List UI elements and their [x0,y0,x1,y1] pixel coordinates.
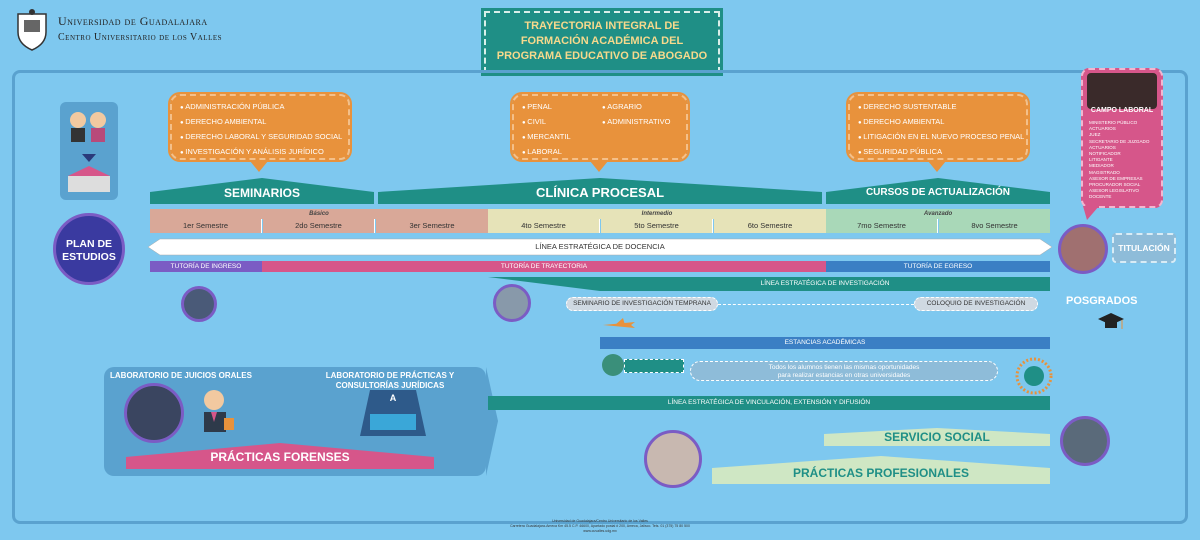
practicas-profesionales-label: PRÁCTICAS PROFESIONALES [792,466,969,480]
clinica-topics-bubble: PENAL CIVIL MERCANTIL LABORAL AGRARIO AD… [510,92,690,162]
consultation-desk-icon [360,390,426,436]
coloquio-investigacion-pill: COLOQUIO DE INVESTIGACIÓN [914,297,1038,311]
ticket-icon [624,359,684,373]
level-avanzado: Avanzado [826,209,1050,219]
banner-shapes [150,178,1050,204]
lab-sign: A [389,393,397,403]
cursos-banner-label: CURSOS DE ACTUALIZACIÓN [865,187,1011,198]
campo-laboral-title: CAMPO LABORAL [1090,107,1154,114]
students-panel [60,102,118,200]
semester-4: 4to Semestre [488,219,600,233]
center-name: Centro Universitario de los Valles [58,32,223,43]
courtroom-photo [124,383,184,443]
clinica-banner-label: CLÍNICA PROCESAL [535,185,665,200]
plan-de-estudios-circle: PLAN DE ESTUDIOS [53,213,125,285]
vinculacion-wedge [488,396,1050,410]
clinica-bubble-tail [590,161,608,172]
research-photo [493,284,531,322]
seminarios-banner-shape [150,178,374,204]
social-service-photo [1060,416,1110,466]
level-intermedio: Intermedio [488,209,826,219]
university-header: Universidad de Guadalajara Centro Univer… [14,8,274,54]
tutoria-trayectoria: TUTORÍA DE TRAYECTORIA [262,261,826,272]
vinculacion-label: LÍNEA ESTRATÉGICA DE VINCULACIÓN, EXTENS… [667,399,871,406]
investigacion-wedge [488,277,1050,291]
campo-laboral-list: MINISTERIO PÚBLICO ACTUARIOS JUEZ SECRET… [1089,120,1150,200]
campo-laboral-photo [1087,73,1157,109]
semester-8: 8vo Semestre [939,219,1050,233]
practicas-forenses-label: PRÁCTICAS FORENSES [210,450,350,464]
semester-7: 7mo Semestre [826,219,938,233]
seminarios-topics-bubble: ADMINISTRACIÓN PÚBLICA DERECHO AMBIENTAL… [168,92,352,162]
graduation-photo [1058,224,1108,274]
airplane-icon [603,318,635,328]
semester-2: 2do Semestre [263,219,375,233]
clinica-banner-shape [378,178,822,204]
students-campus-icon [68,112,110,192]
servicio-social-label: SERVICIO SOCIAL [884,430,990,444]
graduation-cap-icon [1098,313,1124,329]
titulacion-box: TITULACIÓN [1112,233,1176,263]
tutoria-ingreso: TUTORÍA DE INGRESO [150,261,262,272]
classroom-photo [181,286,217,322]
content-frame [12,70,1188,524]
international-seal-icon [1015,357,1053,395]
campo-laboral-tail [1083,206,1099,220]
globe-icon [602,354,624,376]
lawyer-character-icon [204,390,234,432]
estancias-note: Todos los alumnos tienen las mismas opor… [690,361,998,381]
semester-3: 3er Semestre [376,219,488,233]
page-title: TRAYECTORIA INTEGRAL DE FORMACIÓN ACADÉM… [481,8,723,76]
level-basico: Básico [150,209,488,219]
footer-website-link[interactable]: www.cuvalles.udg.mx [583,529,617,533]
cursos-topics-bubble: DERECHO SUSTENTABLE DERECHO AMBIENTAL LI… [846,92,1030,162]
investigacion-label: LÍNEA ESTRATÉGICA DE INVESTIGACIÓN [760,280,890,287]
docencia-arrow [148,238,1052,256]
university-shield-icon [17,9,47,51]
semester-5: 5to Semestre [601,219,713,233]
juicios-orales-label: LABORATORIO DE JUICIOS ORALES [110,371,252,380]
posgrados-label: POSGRADOS [1066,295,1138,307]
seminarios-banner-label: SEMINARIOS [223,186,300,200]
university-name: Universidad de Guadalajara [58,14,208,28]
practicas-lab-label: LABORATORIO DE PRÁCTICAS Y CONSULTORÍAS … [325,371,455,390]
estancias-bar: ESTANCIAS ACADÉMICAS [600,337,1050,349]
labs-panel-arrow [486,367,498,476]
campo-laboral-panel: CAMPO LABORAL MINISTERIO PÚBLICO ACTUARI… [1081,68,1163,208]
seminarios-bubble-tail [250,161,268,172]
tutoria-egreso: TUTORÍA DE EGRESO [826,261,1050,272]
footer: Universidad de Guadalajara/Centro Univer… [0,519,1200,534]
semester-1: 1er Semestre [150,219,262,233]
practicas-forenses-shape [126,443,434,469]
semester-6: 6to Semestre [714,219,826,233]
seminario-investigacion-pill: SEMINARIO DE INVESTIGACIÓN TEMPRANA [566,297,718,311]
servicio-social-shape [824,428,1050,446]
cursos-banner-shape [826,178,1050,204]
docencia-label: LÍNEA ESTRATÉGICA DE DOCENCIA [535,242,665,251]
investigacion-connector [718,304,914,305]
students-workshop-photo [644,430,702,488]
cursos-bubble-tail [928,161,946,172]
practicas-profesionales-shape [712,456,1050,484]
